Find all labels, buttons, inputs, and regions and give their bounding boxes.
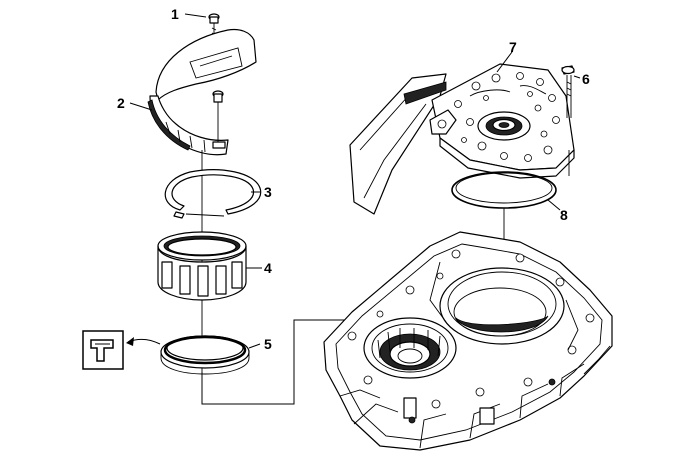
leader-7 bbox=[496, 51, 513, 73]
part-8-seal bbox=[451, 171, 557, 209]
callout-6: 6 bbox=[582, 71, 590, 87]
callout-7: 7 bbox=[509, 39, 517, 55]
part-3-snap-ring bbox=[164, 169, 262, 219]
callout-2: 2 bbox=[117, 95, 125, 111]
part-7-valve-body bbox=[349, 63, 575, 215]
part-2-shield bbox=[147, 28, 257, 156]
callout-1: 1 bbox=[171, 6, 179, 22]
callout-5: 5 bbox=[264, 336, 272, 352]
leader-2 bbox=[129, 102, 153, 111]
callout-8: 8 bbox=[560, 207, 568, 223]
leader-8 bbox=[547, 199, 561, 211]
leader-5 bbox=[248, 343, 261, 349]
arrow-head bbox=[126, 337, 134, 346]
sealant-apply-icon bbox=[82, 330, 124, 370]
part-4-clutch-drum bbox=[157, 231, 247, 301]
part-5-seal-ring bbox=[160, 335, 250, 375]
callout-4: 4 bbox=[264, 260, 272, 276]
callout-3: 3 bbox=[264, 184, 272, 200]
part-6-bolt bbox=[561, 65, 575, 176]
leader-1 bbox=[184, 13, 207, 18]
leader-6 bbox=[573, 75, 581, 79]
transmission-case bbox=[323, 231, 613, 451]
